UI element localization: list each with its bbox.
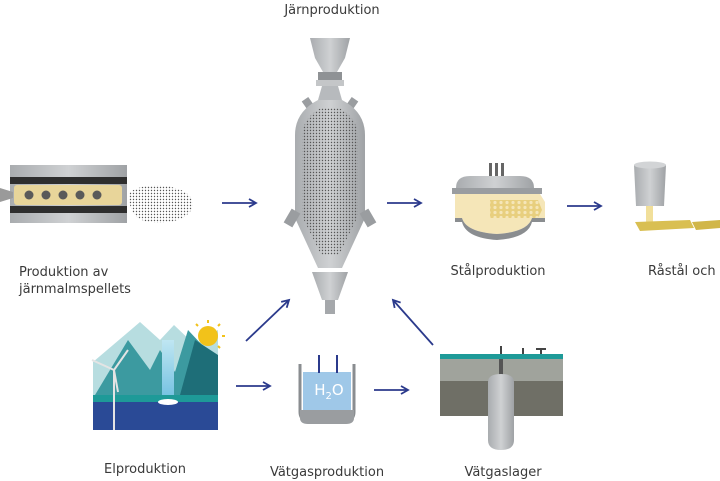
arc-furnace-icon xyxy=(452,163,545,240)
label-iron-production: Järnproduktion xyxy=(284,3,380,18)
arrow-storage-to-iron xyxy=(391,298,434,346)
flow-arrows xyxy=(222,198,603,395)
hydrogen-storage-icon xyxy=(440,346,563,450)
label-hydrogen-storage: Vätgaslager xyxy=(464,465,542,480)
electrolyser-icon xyxy=(298,355,356,424)
label-steel-production: Stålproduktion xyxy=(450,264,546,279)
formula-h: H xyxy=(314,381,326,399)
label-raw-steel: Råstål och ä xyxy=(648,264,720,279)
ladle-ingots-icon xyxy=(634,161,720,231)
label-power-production: Elproduktion xyxy=(103,462,187,477)
h2o-formula: H2O xyxy=(309,382,349,405)
label-pellet-line-2: järnmalmspellets xyxy=(19,282,131,297)
formula-o: O xyxy=(331,381,344,399)
label-pellet-line-1: Produktion av xyxy=(19,265,109,280)
formula-subscript: 2 xyxy=(325,391,332,402)
label-pellet-production: Produktion av järnmalmspellets xyxy=(19,264,131,298)
shaft-furnace-icon xyxy=(283,38,377,314)
arrow-power-to-iron xyxy=(245,298,291,342)
label-hydrogen-production: Vätgasproduktion xyxy=(269,465,385,480)
power-landscape-icon xyxy=(91,320,225,430)
pellet-machine-icon xyxy=(0,165,193,223)
